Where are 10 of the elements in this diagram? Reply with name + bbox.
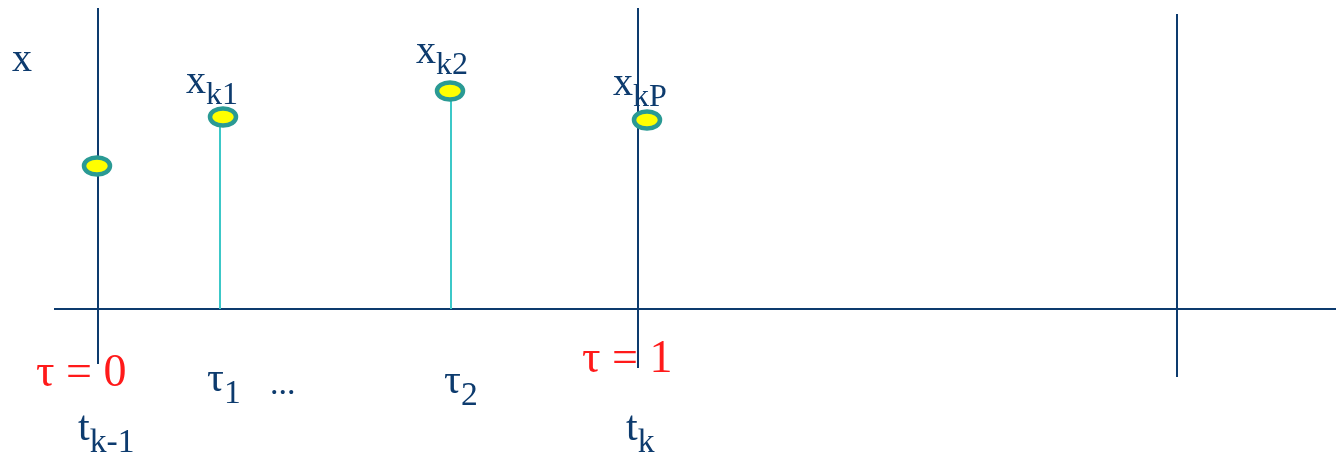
time-label: t$_{k}$ — [626, 405, 655, 453]
tau-label: τ = 1 — [582, 334, 673, 380]
axis-label: x — [12, 38, 32, 78]
tau-label: τ$_{2}$ — [444, 358, 478, 411]
tau-label: τ = 0 — [36, 348, 127, 394]
point-label: x$_{k2}$ — [416, 30, 468, 80]
time-label: t$_{k-1}$ — [78, 405, 135, 453]
ellipsis: ... — [270, 366, 296, 400]
point-label: x$_{k1}$ — [186, 60, 238, 110]
tau-label: τ$_{1}$ — [207, 356, 241, 409]
